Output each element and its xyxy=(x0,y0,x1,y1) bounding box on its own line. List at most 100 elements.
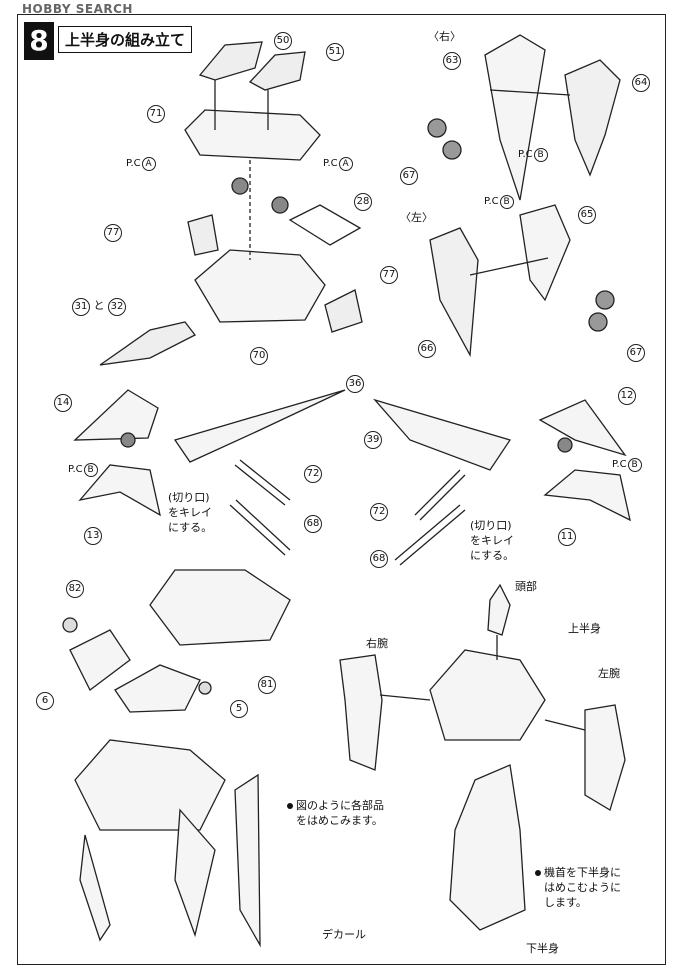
neck-note: 機首を下半身に はめこむように します。 xyxy=(535,865,621,910)
part-number-66: 66 xyxy=(418,340,436,358)
decal-label: デカール xyxy=(322,928,366,941)
part-39-shape xyxy=(373,398,512,471)
fit-note-line1: 図のように各部品 xyxy=(287,798,384,813)
part-number-36: 36 xyxy=(346,375,364,393)
cut-note-right-line3: にする。 xyxy=(470,549,515,562)
part-72a-shape xyxy=(234,459,291,506)
neck-note-line3: します。 xyxy=(544,896,587,909)
part-number-64: 64 xyxy=(632,74,650,92)
part-number-65: 65 xyxy=(578,206,596,224)
part-number-63: 63 xyxy=(443,52,461,70)
part-63-shape xyxy=(484,34,546,201)
step-title: 上半身の組み立て xyxy=(58,26,193,53)
part-67b-bottom-shape xyxy=(588,312,608,332)
lower-body-shape xyxy=(449,764,526,931)
part-number-81: 81 xyxy=(258,676,276,694)
part-number-68-right: 68 xyxy=(370,550,388,568)
left-side-label: 〈左〉 xyxy=(400,211,433,224)
instruction-frame xyxy=(17,14,666,965)
part-number-67-top: 67 xyxy=(400,167,418,185)
right-arm-shape xyxy=(339,654,383,771)
part-number-11: 11 xyxy=(558,528,576,546)
left-arm-shape xyxy=(584,704,626,811)
part-14-shape xyxy=(73,389,159,441)
lower-body-label: 下半身 xyxy=(526,942,559,955)
part-28-shape xyxy=(288,204,362,246)
part-67a-top-shape xyxy=(427,118,447,138)
part-67b-top-shape xyxy=(595,290,615,310)
part-72b-shape xyxy=(414,469,466,521)
backpack-shape xyxy=(149,569,291,646)
part-77b-shape xyxy=(324,289,363,333)
part-number-72-left: 72 xyxy=(304,465,322,483)
part-68a-shape xyxy=(229,499,291,556)
part-71-shape xyxy=(184,109,321,161)
part-number-77-right: 77 xyxy=(380,266,398,284)
part-13-shape xyxy=(78,464,161,517)
right-arm-label: 右腕 xyxy=(366,637,388,650)
step-number: 8 xyxy=(24,22,54,60)
head-label: 頭部 xyxy=(515,580,537,593)
part-number-67-bottom: 67 xyxy=(627,344,645,362)
part-81-shape xyxy=(198,681,212,695)
part-number-32: 32 xyxy=(108,298,126,316)
part-68b-shape xyxy=(394,504,466,566)
part-11-shape xyxy=(543,469,631,522)
part-64-shape xyxy=(564,59,621,177)
bullet-icon xyxy=(287,803,293,809)
part-number-82: 82 xyxy=(66,580,84,598)
cut-note-left: (切り口) をキレイ にする。 xyxy=(168,490,212,535)
part-number-39: 39 xyxy=(364,431,382,449)
part-67a-bottom-shape xyxy=(442,140,462,160)
part-31-32-shape xyxy=(99,321,196,366)
part-number-51: 51 xyxy=(326,43,344,61)
fit-note: 図のように各部品 をはめこみます。 xyxy=(287,798,384,828)
part-number-68-left: 68 xyxy=(304,515,322,533)
bullet-icon xyxy=(535,870,541,876)
part-number-12: 12 xyxy=(618,387,636,405)
leg-fin-c-shape xyxy=(234,773,261,948)
part-65-shape xyxy=(519,204,571,302)
part-5-shape xyxy=(114,664,201,713)
upper-body-label: 上半身 xyxy=(568,622,601,635)
part-51-shape xyxy=(248,51,306,91)
part-70-shape xyxy=(194,249,326,323)
pc-b-left-wing-shape xyxy=(120,432,136,448)
watermark: HOBBY SEARCH xyxy=(22,2,133,16)
part-number-6: 6 xyxy=(36,692,54,710)
part-number-28: 28 xyxy=(354,193,372,211)
leg-fin-b-shape xyxy=(174,808,216,938)
part-12-shape xyxy=(538,399,627,457)
upper-body-shape xyxy=(429,649,546,741)
cut-note-left-line2: をキレイ xyxy=(168,506,212,519)
backpack-assembled-shape xyxy=(74,739,226,831)
left-arm-label: 左腕 xyxy=(598,667,620,680)
part-82-shape xyxy=(62,617,78,633)
cut-note-right-line2: をキレイ xyxy=(470,534,514,547)
part-36-shape xyxy=(173,389,346,463)
part-number-13: 13 xyxy=(84,527,102,545)
part-number-72-right: 72 xyxy=(370,503,388,521)
cut-note-right-line1: (切り口) xyxy=(470,519,512,532)
part-6-shape xyxy=(69,629,131,691)
right-side-label: 〈右〉 xyxy=(428,30,461,43)
cut-note-left-line1: (切り口) xyxy=(168,491,210,504)
fit-note-line2: をはめこみます。 xyxy=(296,814,383,827)
part-number-50: 50 xyxy=(274,32,292,50)
part-50-shape xyxy=(198,41,263,81)
and-label: と xyxy=(93,299,105,312)
leg-fin-a-shape xyxy=(79,834,111,942)
part-77a-shape xyxy=(187,214,219,256)
part-number-14: 14 xyxy=(54,394,72,412)
pc-b-right-wing-shape xyxy=(557,437,573,453)
neck-note-line2: はめこむように xyxy=(544,881,621,894)
cut-note-right: (切り口) をキレイ にする。 xyxy=(470,518,514,563)
pc-a-right-shape xyxy=(271,196,289,214)
head-shape xyxy=(487,583,511,636)
